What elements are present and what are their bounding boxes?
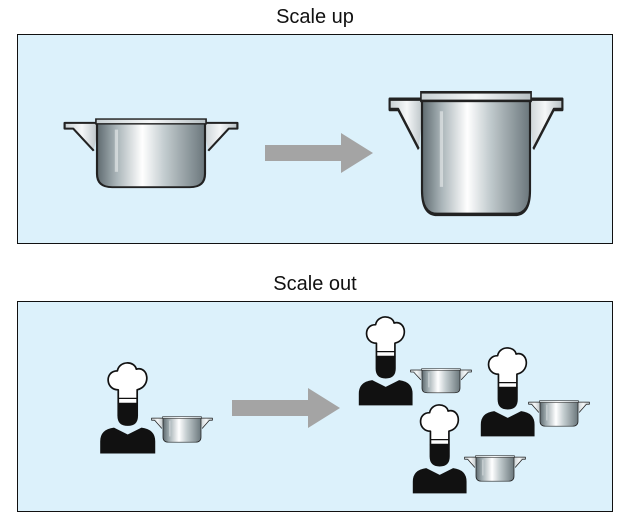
small-pot [62,117,240,189]
scale-up-title: Scale up [276,6,354,28]
chef-3 [411,404,468,495]
chef-1-pot [410,368,472,394]
single-chef [99,362,157,455]
single-chef-pot [151,416,213,443]
chef-2 [479,347,536,438]
chef-1 [357,316,414,407]
scale-out-title: Scale out [273,273,357,295]
scale-up-arrow [265,133,373,173]
chef-2-pot [528,400,590,427]
chef-3-pot [464,455,526,482]
scale-out-arrow [232,388,340,428]
large-pot [390,92,563,214]
